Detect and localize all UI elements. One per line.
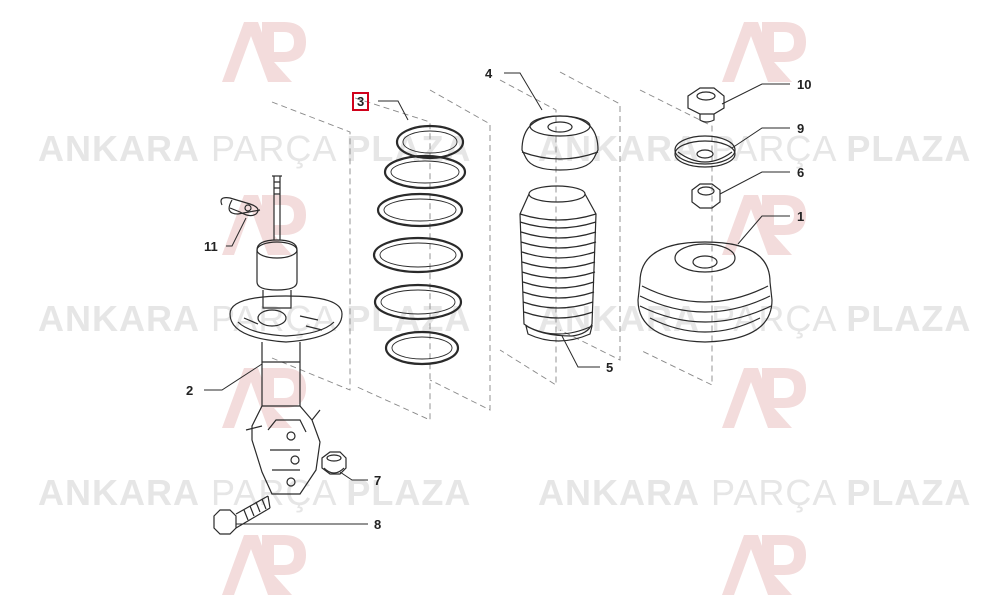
- watermark-logo: [222, 535, 306, 595]
- watermark-text: ANKARA PARÇA PLAZA: [38, 472, 472, 513]
- watermark-logo: [722, 22, 806, 82]
- watermark-logo: [722, 535, 806, 595]
- callout-5[interactable]: 5: [606, 360, 614, 375]
- watermark-logo: [722, 195, 806, 255]
- watermark-text: ANKARA PARÇA PLAZA: [38, 128, 472, 169]
- callout-7[interactable]: 7: [374, 473, 382, 488]
- callout-4[interactable]: 4: [485, 66, 493, 81]
- callout-6[interactable]: 6: [797, 165, 805, 180]
- callout-1[interactable]: 1: [797, 209, 805, 224]
- callout-2[interactable]: 2: [186, 383, 194, 398]
- coil-spring-inner: [379, 130, 460, 360]
- watermark-logo: [722, 368, 806, 428]
- projection-lines: [271, 71, 713, 421]
- watermark-text: ANKARA PARÇA PLAZA: [538, 472, 972, 513]
- bump-stop: [521, 115, 599, 171]
- dust-boot: [519, 185, 597, 342]
- coil-spring: [372, 124, 467, 366]
- callout-3[interactable]: 3: [352, 92, 370, 111]
- callout-9[interactable]: 9: [797, 121, 805, 136]
- watermark-logo: [222, 22, 306, 82]
- callout-10[interactable]: 10: [797, 77, 812, 92]
- bracket-bolt: [213, 495, 271, 535]
- callout-11[interactable]: 11: [204, 239, 218, 254]
- leader-lines: [204, 72, 790, 525]
- shock-absorber-strut: [229, 175, 343, 495]
- retaining-clip: [220, 197, 261, 217]
- watermark-text: ANKARA PARÇA PLAZA: [38, 298, 472, 339]
- callout-8[interactable]: 8: [374, 517, 382, 532]
- strut-top-mount: [637, 241, 773, 343]
- washer: [674, 135, 736, 168]
- bracket-nut: [321, 451, 347, 475]
- watermark-logo: [222, 368, 306, 428]
- top-nut: [687, 87, 725, 123]
- mounting-nut: [691, 183, 721, 209]
